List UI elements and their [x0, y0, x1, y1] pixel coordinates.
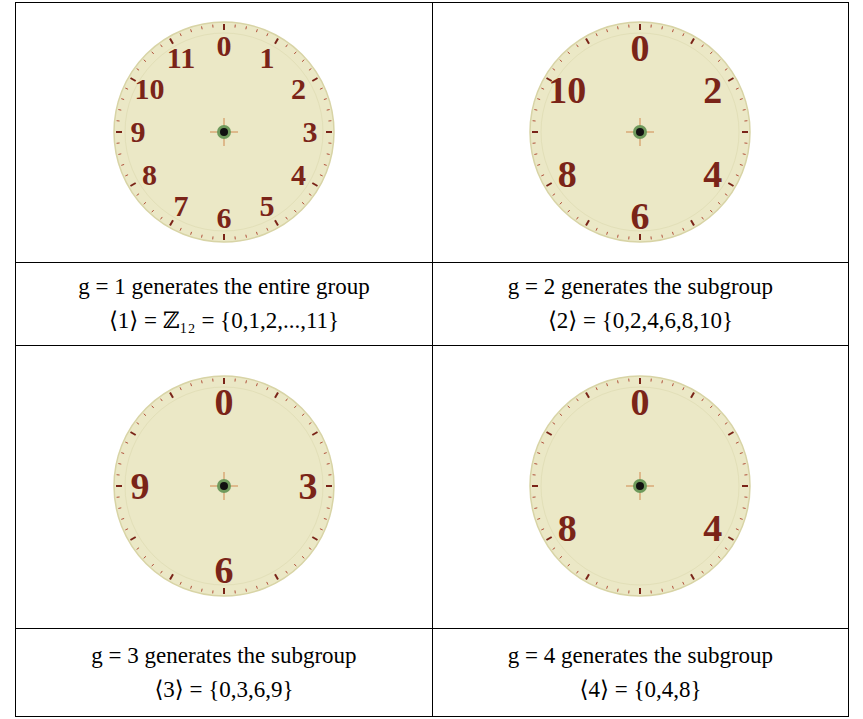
clock-numeral: 5 [260, 191, 275, 221]
clock-numeral: 4 [703, 509, 722, 547]
subgroup-formula: ⟨2⟩ = {0,2,4,6,8,10} [548, 304, 733, 338]
caption-text: g = 3 generates the subgroup [91, 639, 356, 673]
clock-dial: 0 2 4 6 8 10 [529, 21, 751, 243]
clock-numeral: 4 [291, 160, 306, 190]
table-border [432, 2, 433, 717]
clock-numeral: 8 [558, 509, 577, 547]
clock-dial: 0 4 8 [529, 375, 751, 597]
caption-cell: g = 3 generates the subgroup⟨3⟩ = {0,3,6… [16, 629, 432, 716]
caption-text: g = 4 generates the subgroup [508, 639, 773, 673]
caption-text: g = 2 generates the subgroup [508, 270, 773, 304]
clock-numeral: 4 [703, 155, 722, 193]
table-border [15, 628, 849, 629]
clock-numeral: 8 [142, 160, 157, 190]
clock-numeral: 1 [260, 43, 275, 73]
caption-text: g = 1 generates the entire group [78, 270, 369, 304]
table-border [15, 345, 849, 346]
caption-cell: g = 1 generates the entire group⟨1⟩ = ℤ₁… [16, 263, 432, 345]
caption-cell: g = 2 generates the subgroup⟨2⟩ = {0,2,4… [433, 263, 848, 345]
clock-numeral: 9 [131, 117, 146, 147]
clock-numeral: 10 [135, 74, 165, 104]
caption-cell: g = 4 generates the subgroup⟨4⟩ = {0,4,8… [433, 629, 848, 716]
clock-numeral: 3 [303, 117, 318, 147]
table-border [848, 2, 849, 717]
clock-numeral: 0 [631, 29, 650, 67]
clock-numeral: 0 [215, 383, 234, 421]
clock-numeral: 7 [174, 191, 189, 221]
table-border [15, 2, 16, 717]
clock-numeral: 6 [217, 203, 232, 233]
clock-numeral: 6 [631, 197, 650, 235]
clock-dial: 012 3 45678 9 1011 [113, 21, 335, 243]
clock-numeral: 9 [131, 467, 150, 505]
subgroup-formula: ⟨4⟩ = {0,4,8} [580, 673, 702, 707]
clock-numeral: 6 [215, 551, 234, 589]
clock-numeral: 8 [558, 155, 577, 193]
clock-dial: 0 3 6 9 [113, 375, 335, 597]
clock-numeral: 11 [167, 43, 195, 73]
clock-numeral: 3 [299, 467, 318, 505]
clock-numeral: 0 [631, 383, 650, 421]
clock-numeral: 2 [703, 71, 722, 109]
clock-numeral: 2 [291, 74, 306, 104]
clock-numeral: 10 [548, 71, 586, 109]
table-border [15, 262, 849, 263]
subgroup-formula: ⟨3⟩ = {0,3,6,9} [154, 673, 293, 707]
clock-numeral: 0 [217, 31, 232, 61]
subgroup-formula: ⟨1⟩ = ℤ₁₂ = {0,1,2,...,11} [109, 304, 339, 338]
